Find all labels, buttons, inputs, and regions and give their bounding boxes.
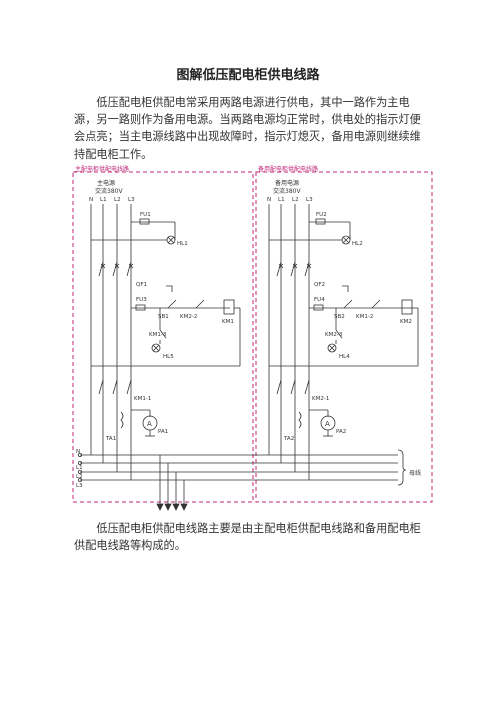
- bus-label-n: N: [76, 449, 80, 455]
- backup-cabinet-box: [255, 171, 433, 503]
- coil-km1-symbol: [223, 299, 235, 315]
- km11-label: KM1-1: [134, 396, 151, 402]
- ct-ta1-symbol: [120, 411, 124, 429]
- qf1-label: QF1: [136, 282, 147, 288]
- bus-label-l3: L3: [76, 483, 83, 489]
- backup-box-label: 备用配电柜供配电线路: [258, 165, 318, 173]
- sb1-label: SB1: [158, 314, 169, 320]
- main-phase-l1: L1: [100, 197, 107, 203]
- km21-label: KM2-1: [312, 396, 329, 402]
- breaker-qf2-symbol: [276, 261, 312, 277]
- coil-km2-symbol: [401, 299, 413, 315]
- contactor-km21-symbol: [276, 379, 310, 395]
- backup-phase-l2: L2: [292, 197, 299, 203]
- lamp-hl2-symbol: [341, 235, 351, 245]
- lamp-hl4-symbol: [327, 343, 337, 353]
- main-source-spec: 交流380V: [95, 187, 123, 195]
- hl2-label: HL2: [352, 241, 363, 247]
- km23-label: KM2-3: [325, 332, 343, 338]
- intro-paragraph: 低压配电柜供配电常采用两路电源进行供电，其中一路作为主电源，另一路则作为备用电源…: [74, 96, 421, 161]
- bus-brace: [397, 449, 407, 486]
- main-source-label: 主电源: [97, 179, 115, 187]
- pa1-label: PA1: [158, 429, 168, 435]
- fu3-label: FU3: [136, 297, 147, 303]
- pa2-meter-symbol: A: [325, 420, 330, 428]
- contactor-km11-symbol: [98, 379, 132, 395]
- lamp-hl1-symbol: [166, 235, 176, 245]
- main-phase-n: N: [89, 197, 93, 203]
- backup-source-spec: 交流380V: [273, 187, 301, 195]
- hl5-label: HL5: [163, 354, 174, 360]
- fu2-label: FU2: [316, 212, 327, 218]
- fu4-label: FU4: [314, 297, 325, 303]
- hl1-label: HL1: [177, 241, 188, 247]
- breaker-qf1-symbol: [98, 261, 134, 277]
- backup-phase-l3: L3: [306, 197, 313, 203]
- km12-label: KM1-2: [356, 314, 373, 320]
- main-box-label: 主配电柜供配电线路: [75, 165, 129, 173]
- summary-paragraph: 低压配电柜供配电线路主要是由主配电柜供配电线路和备用配电柜供配电线路等构成的。: [74, 522, 421, 553]
- fuse-fu4-symbol: [313, 304, 324, 311]
- fuse-fu1-symbol: [139, 218, 150, 225]
- main-phase-l2: L2: [114, 197, 121, 203]
- lamp-hl5-symbol: [151, 343, 161, 353]
- bus-bars: N L1 L2 L3 母线: [76, 449, 421, 511]
- pa1-meter-symbol: A: [147, 420, 152, 428]
- backup-phase-l1: L1: [278, 197, 285, 203]
- bus-label-l2: L2: [76, 474, 83, 480]
- pa2-label: PA2: [336, 429, 346, 435]
- main-phase-l3: L3: [128, 197, 135, 203]
- ct-ta2-symbol: [298, 411, 302, 429]
- page-title: 图解低压配电柜供电线路: [176, 68, 320, 83]
- fu1-label: FU1: [140, 212, 151, 218]
- bus-name-label: 母线: [409, 469, 421, 477]
- main-section: 主电源 交流380V N L1 L2 L3 FU1 HL1 QF1 FU3: [89, 179, 241, 480]
- qf2-label: QF2: [314, 282, 325, 288]
- backup-phase-n: N: [267, 197, 271, 203]
- main-cabinet-box: [72, 171, 254, 503]
- fuse-fu2-symbol: [315, 218, 326, 225]
- backup-section: 备用电源 交流380V N L1 L2 L3 FU2 HL2 QF2 FU4 S…: [267, 179, 419, 480]
- hl4-label: HL4: [339, 354, 350, 360]
- bus-label-l1: L1: [76, 465, 83, 471]
- backup-source-label: 备用电源: [275, 179, 299, 187]
- ta1-label: TA1: [105, 436, 116, 442]
- sb2-label: SB2: [334, 314, 345, 320]
- fuse-fu3-symbol: [135, 304, 146, 311]
- km2-coil-label: KM2: [400, 319, 412, 325]
- ta2-label: TA2: [283, 436, 294, 442]
- km1-coil-label: KM1: [222, 319, 234, 325]
- km13-label: KM1-3: [149, 332, 167, 338]
- km22-label: KM2-2: [180, 314, 197, 320]
